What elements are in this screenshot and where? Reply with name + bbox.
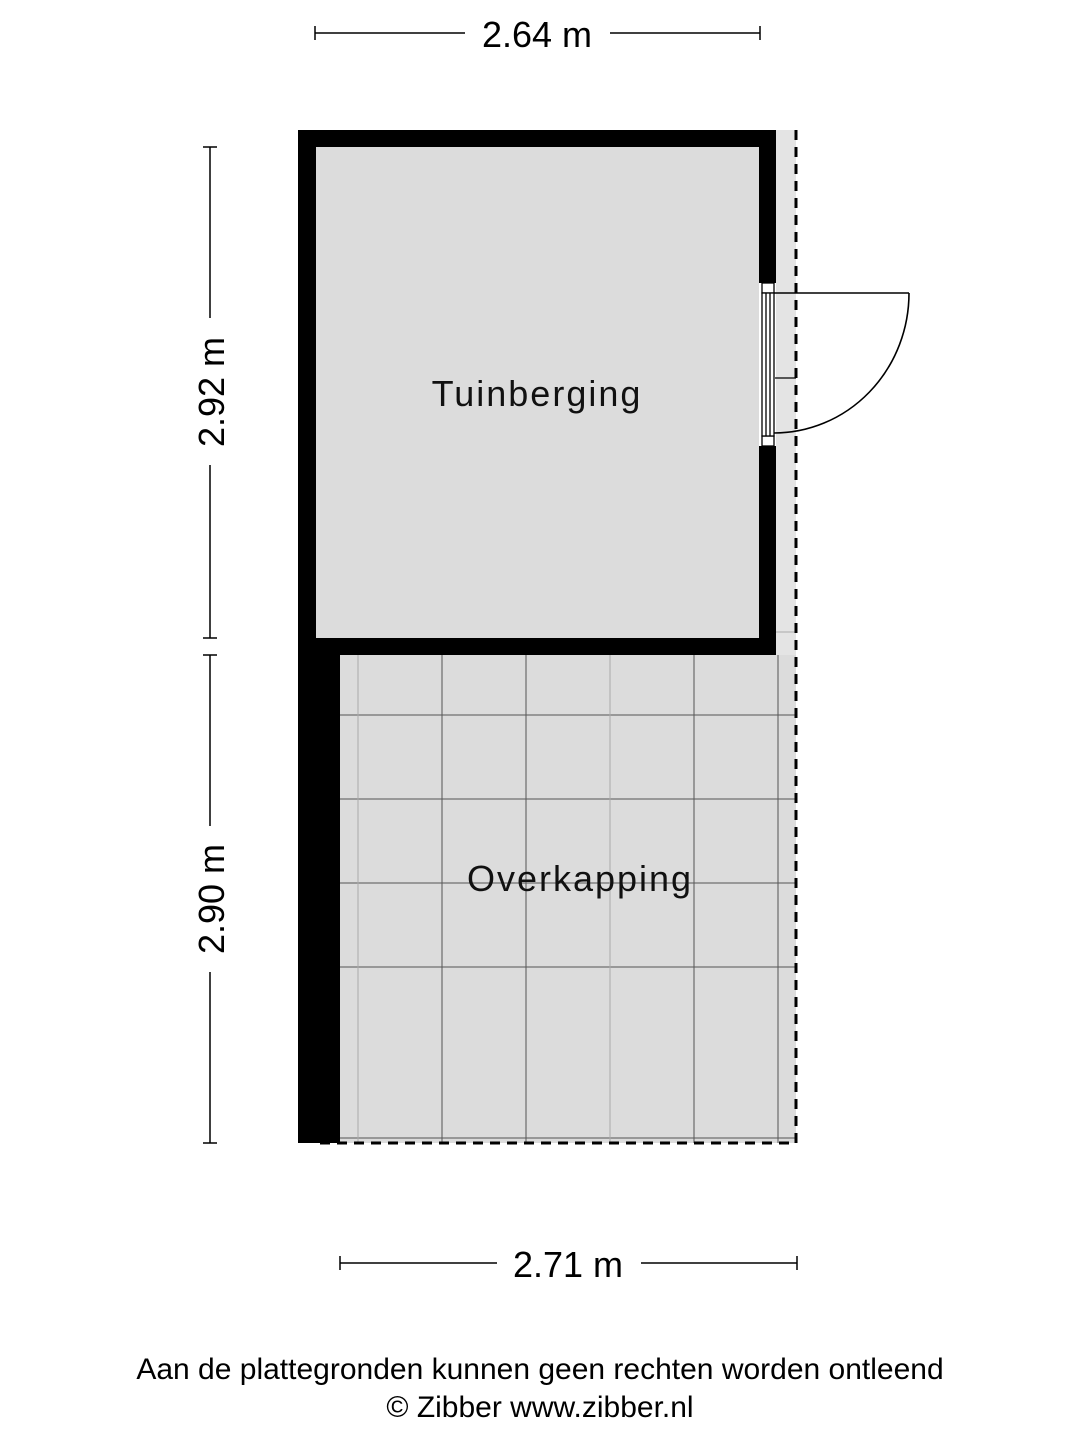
room-label-storage: Tuinberging: [432, 373, 643, 414]
footer-disclaimer: Aan de plattegronden kunnen geen rechten…: [136, 1353, 944, 1386]
room-label-canopy: Overkapping: [467, 858, 693, 899]
canopy-outline: [320, 130, 798, 1145]
dimension-lines: [203, 26, 798, 1270]
footer-copyright: © Zibber www.zibber.nl: [386, 1391, 694, 1424]
dimension-left-lower-height: 2.90 m: [191, 844, 232, 954]
walls: [298, 130, 776, 1143]
dimension-left-upper-height: 2.92 m: [191, 337, 232, 447]
dimension-top-width: 2.64 m: [482, 14, 592, 55]
storage-floor: [316, 147, 759, 638]
door: [761, 282, 910, 447]
canopy-floor: [340, 631, 796, 1143]
dimension-bottom-width: 2.71 m: [513, 1244, 623, 1285]
